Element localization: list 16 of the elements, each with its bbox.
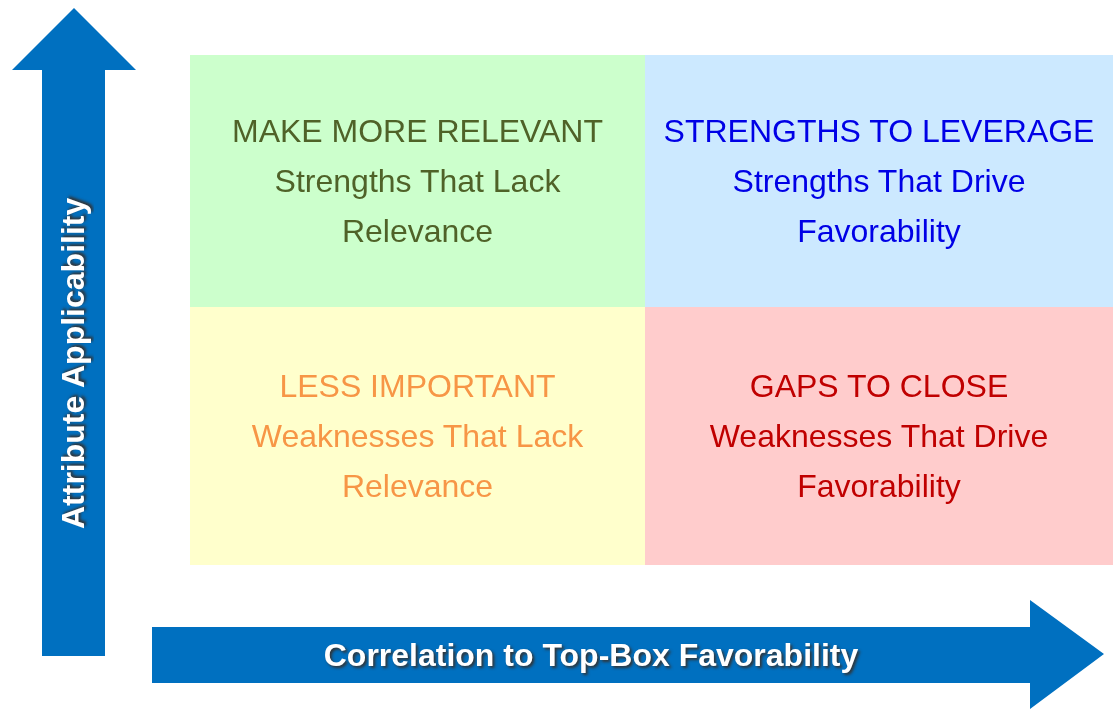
quadrant-panel	[645, 55, 1113, 307]
quadrant-heading: STRENGTHS TO LEVERAGE	[663, 112, 1095, 151]
quadrant-heading: MAKE MORE RELEVANT	[232, 112, 603, 151]
axis-label: Attribute Applicability	[54, 196, 92, 531]
quadrant-description: Weaknesses That Drive Favorability	[708, 417, 1050, 506]
quadrant-heading: LESS IMPORTANT	[279, 367, 556, 406]
quadrant-heading: GAPS TO CLOSE	[749, 367, 1009, 406]
axis-arrow	[152, 600, 1104, 709]
quadrant-panel	[190, 307, 645, 565]
quadrant-panel	[190, 55, 645, 307]
quadrant-panel	[645, 307, 1113, 565]
quadrant-description: Weaknesses That Lack Relevance	[250, 417, 585, 506]
quadrant-description: Strengths That Lack Relevance	[273, 162, 562, 251]
axis-arrow	[12, 8, 136, 656]
axis-label: Correlation to Top-Box Favorability	[322, 636, 860, 675]
quadrant-description: Strengths That Drive Favorability	[731, 162, 1027, 251]
